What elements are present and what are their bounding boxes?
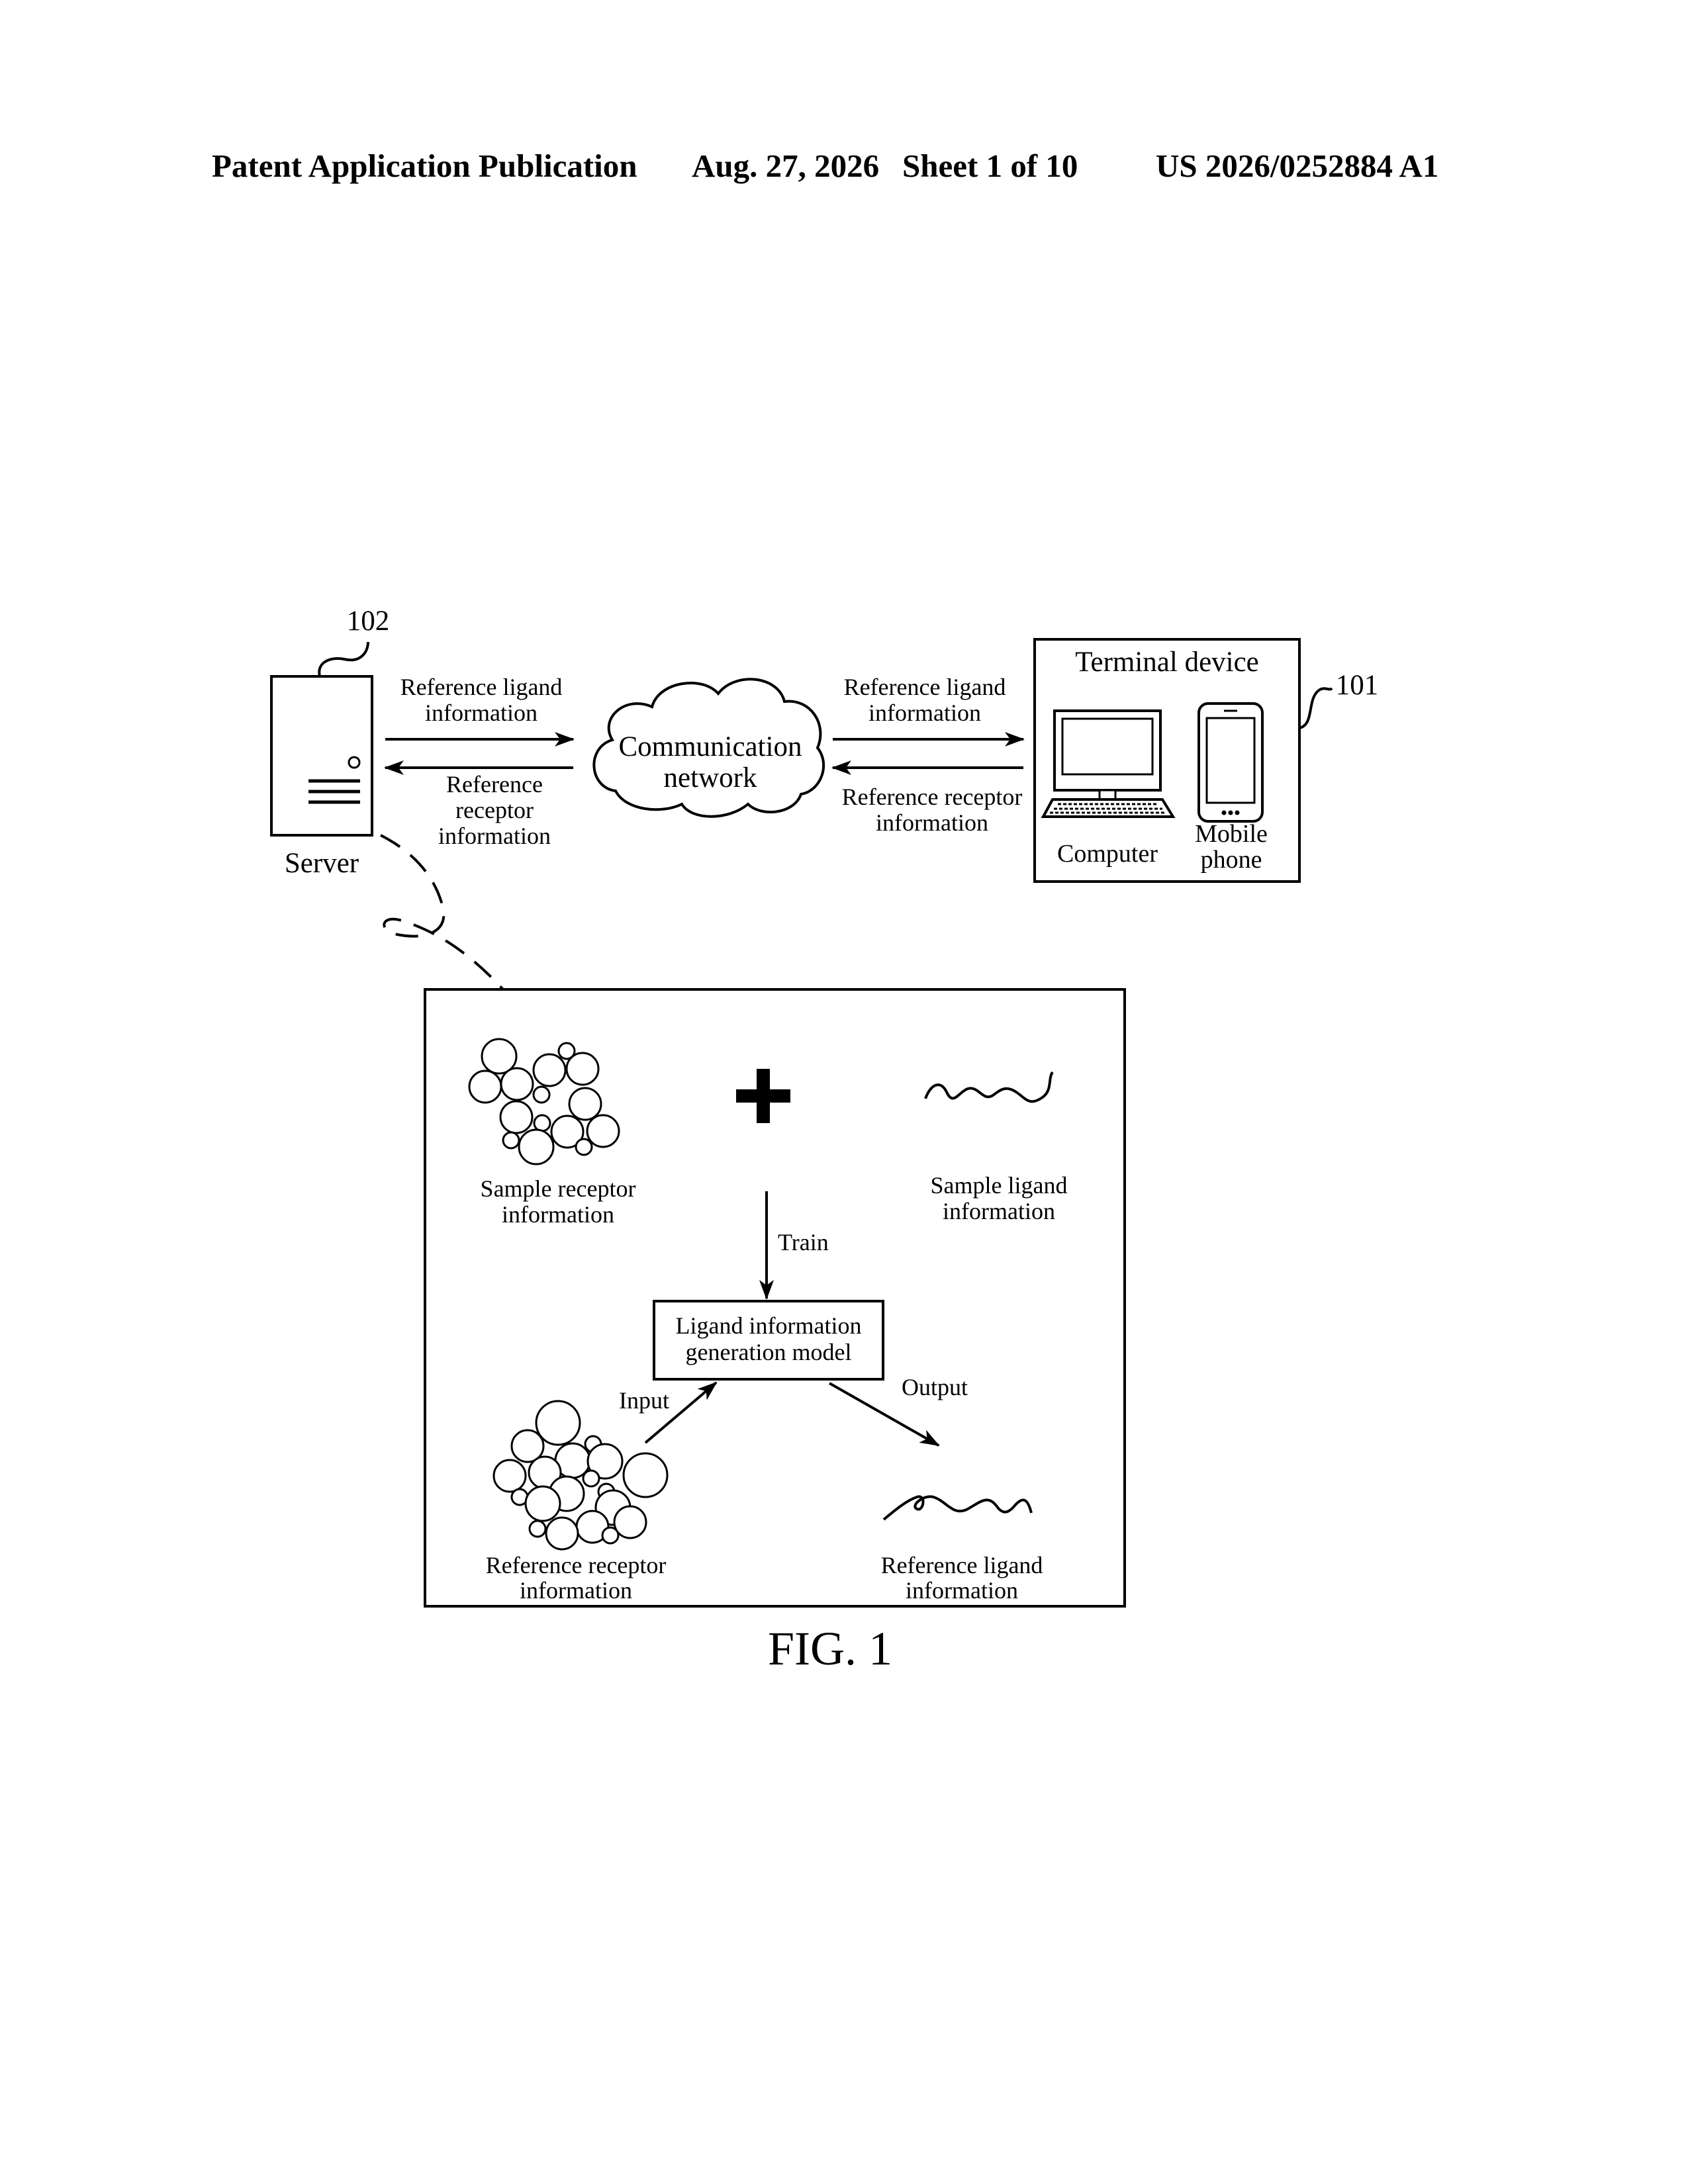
computer-label: Computer: [1057, 840, 1158, 868]
arrow-label-line: information: [438, 823, 551, 849]
sample-ligand-label-line: Sample ligand: [931, 1172, 1068, 1199]
network-label-line: network: [664, 762, 757, 794]
terminal-ref-leader: [1299, 688, 1332, 728]
server-node: 102 Server: [271, 606, 389, 879]
communication-network-node: Communication network: [594, 679, 823, 816]
network-terminal-link: Reference ligand information Reference r…: [833, 674, 1023, 836]
arrow-label-line: receptor: [455, 797, 534, 823]
arrow-label-line: Reference: [446, 771, 543, 797]
sample-receptor-label-line: Sample receptor: [481, 1175, 636, 1202]
sample-ligand-label-line: information: [943, 1198, 1055, 1224]
reference-ligand-label-line: Reference ligand: [881, 1552, 1043, 1578]
mobile-phone-icon: [1199, 704, 1262, 821]
arrow-label-line: Reference receptor: [842, 784, 1023, 810]
figure-caption: FIG. 1: [768, 1622, 892, 1675]
network-label-line: Communication: [618, 731, 802, 762]
model-label-line: Ligand information: [676, 1312, 862, 1339]
server-label: Server: [285, 848, 359, 879]
mobile-label-line: Mobile: [1195, 820, 1268, 848]
computer-icon: [1043, 711, 1173, 817]
terminal-ref-number: 101: [1336, 670, 1379, 701]
reference-ligand-label-line: information: [906, 1577, 1018, 1604]
reference-receptor-label-line: Reference receptor: [486, 1552, 667, 1578]
arrow-label-line: Reference ligand: [844, 674, 1006, 700]
output-label: Output: [902, 1374, 968, 1400]
server-detail-dashed-connector: [381, 835, 503, 989]
arrow-label-line: information: [425, 700, 538, 726]
reference-receptor-label-line: information: [520, 1577, 632, 1604]
server-icon: [271, 676, 372, 835]
train-label: Train: [778, 1229, 829, 1255]
mobile-label-line: phone: [1201, 846, 1262, 874]
server-ref-leader: [319, 642, 368, 676]
terminal-device-node: Terminal device 101 Computer: [1035, 639, 1378, 882]
server-ref-number: 102: [347, 606, 390, 637]
model-label-line: generation model: [686, 1339, 852, 1365]
server-network-link: Reference ligand information Reference r…: [385, 674, 573, 849]
input-label: Input: [619, 1387, 669, 1414]
terminal-device-title: Terminal device: [1075, 647, 1259, 678]
sample-receptor-label-line: information: [502, 1201, 614, 1228]
arrow-label-line: information: [868, 700, 981, 726]
arrow-label-line: information: [876, 809, 988, 836]
model-training-detail: Sample receptor information Sample ligan…: [425, 989, 1125, 1606]
arrow-label-line: Reference ligand: [400, 674, 563, 700]
